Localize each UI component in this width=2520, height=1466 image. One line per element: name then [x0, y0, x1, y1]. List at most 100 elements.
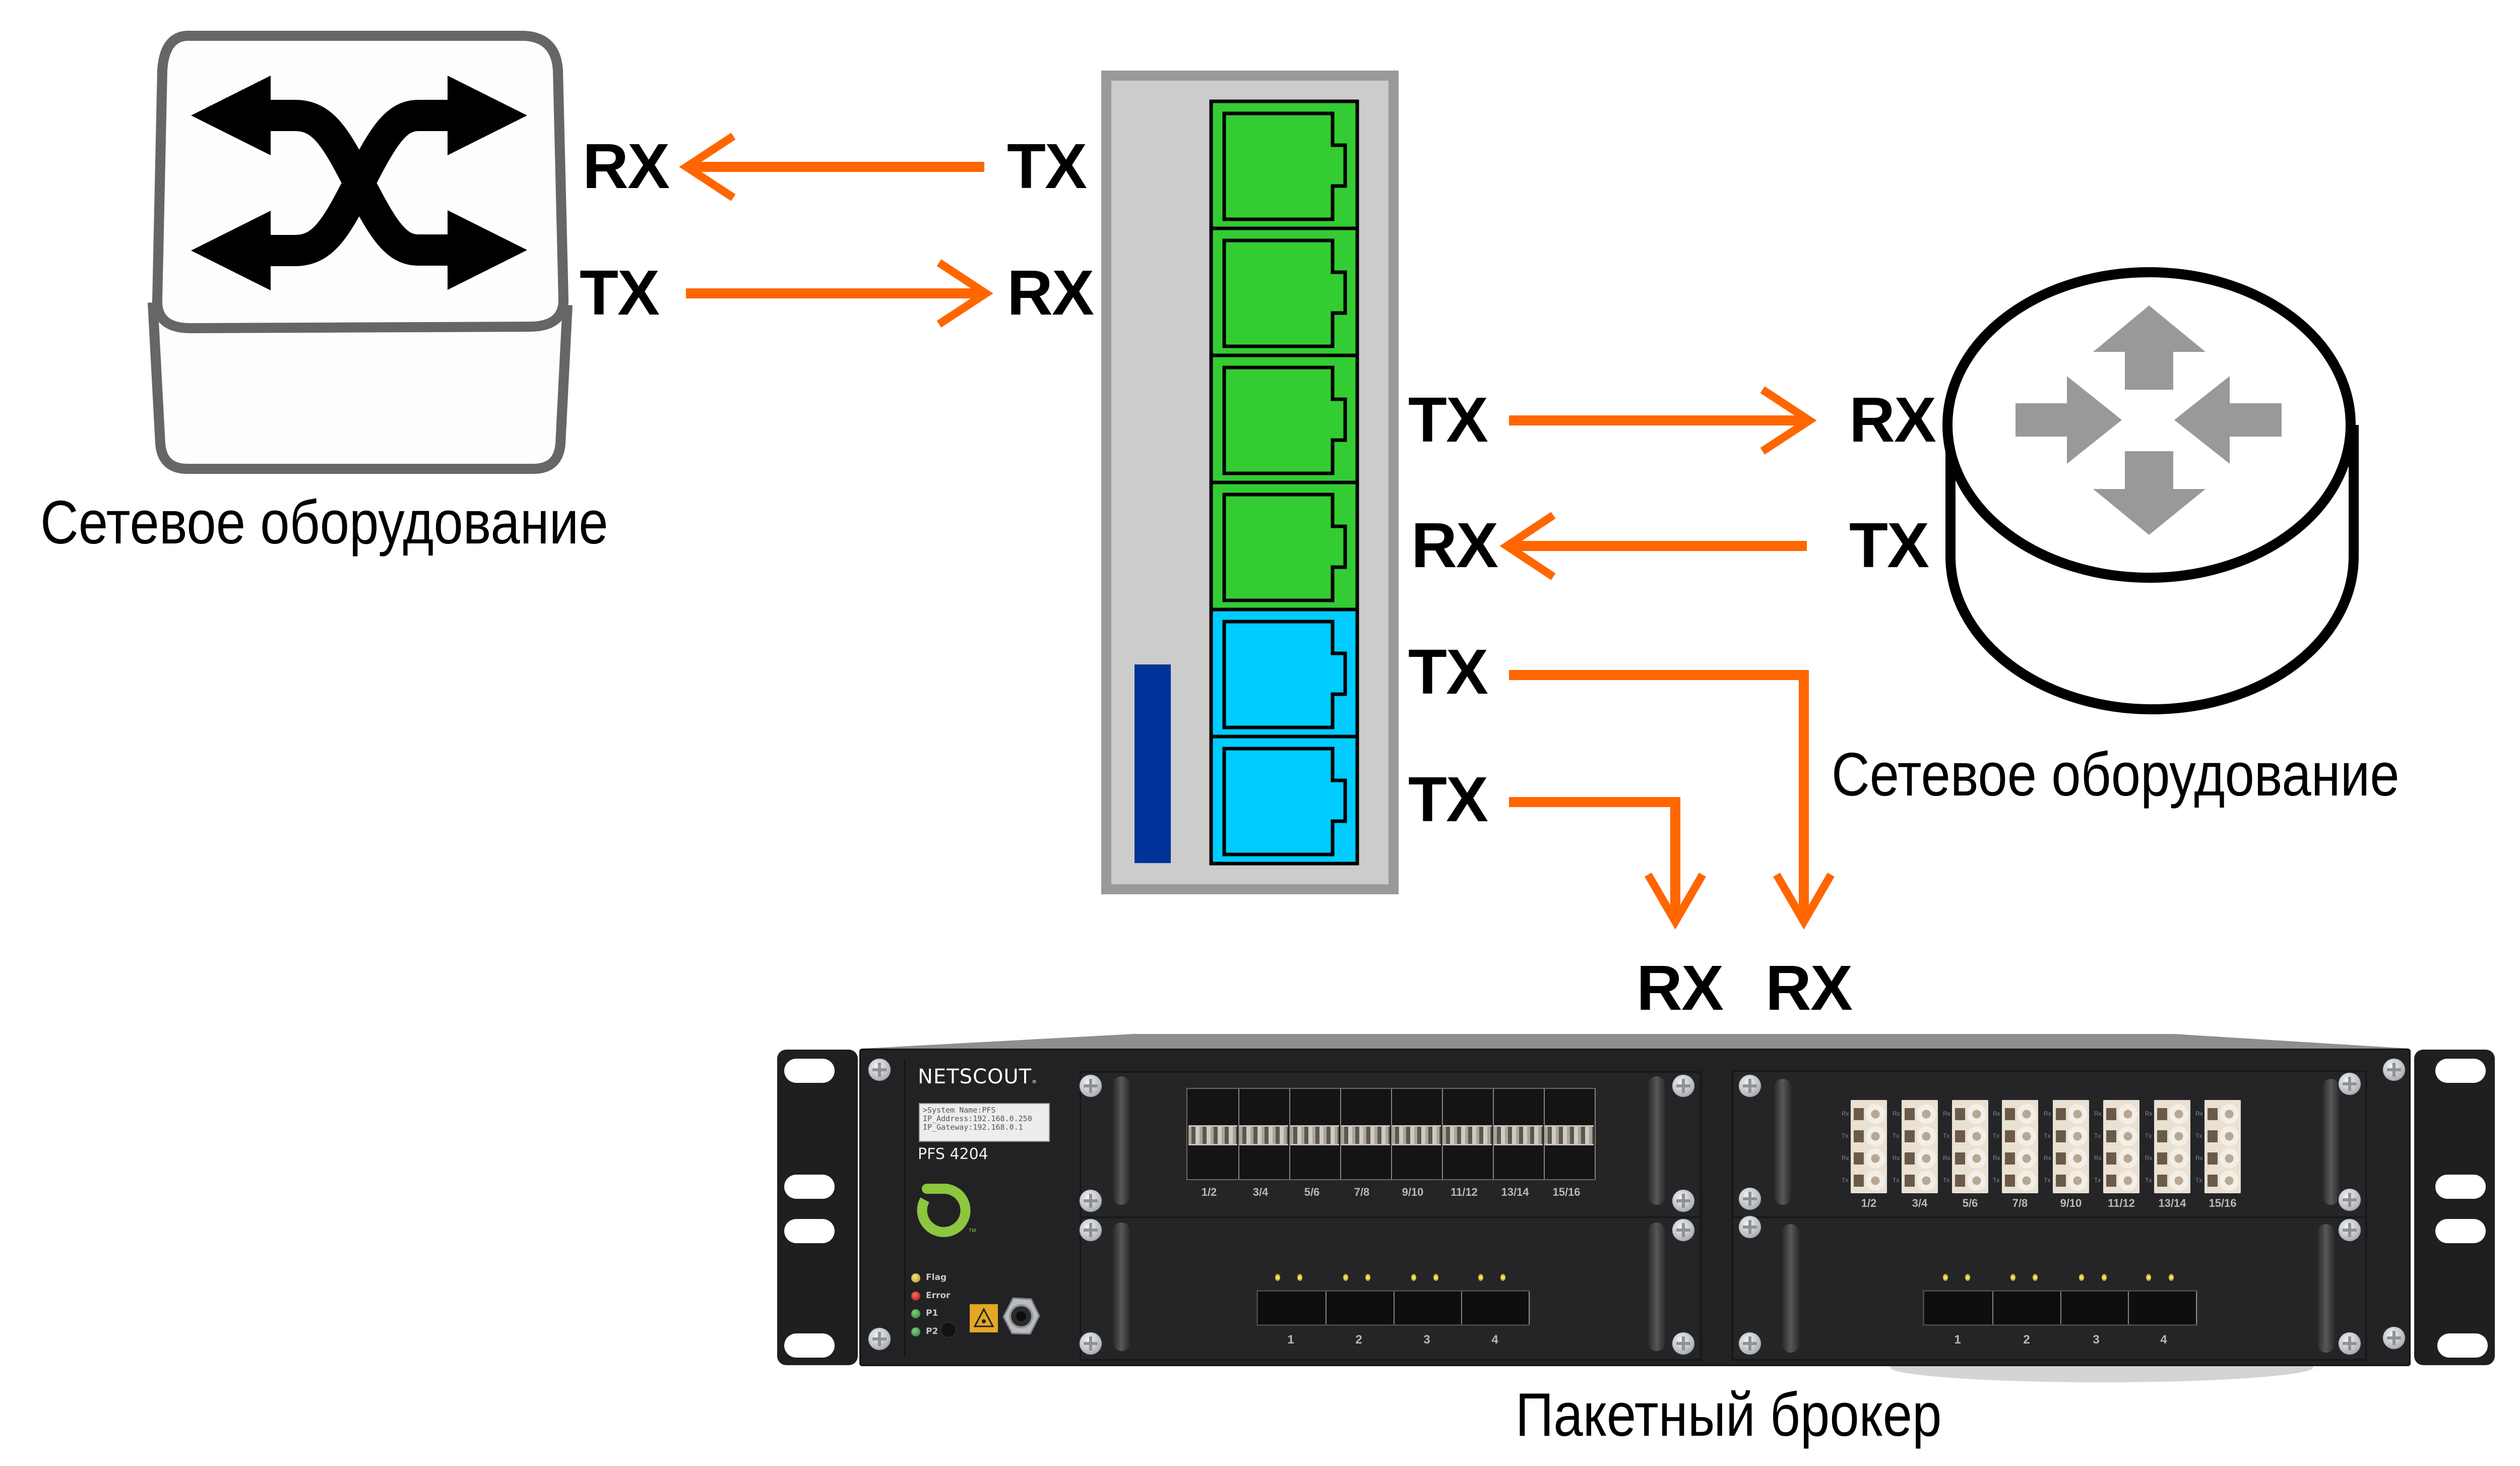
lc-ferrule — [2169, 1171, 2188, 1191]
brand-name: NETSCOUT — [918, 1065, 1032, 1088]
tap-port-monitor[interactable] — [1209, 735, 1359, 866]
sfp-port[interactable] — [1442, 1089, 1494, 1179]
arrow-switch-to-tap — [686, 259, 993, 328]
module-handle[interactable] — [2317, 1224, 2335, 1353]
arrow-router-to-tap — [1499, 512, 1807, 580]
qsfp-port[interactable] — [2060, 1292, 2129, 1324]
lc-ferrule — [1917, 1171, 1936, 1191]
lc-row-label: Tx — [2094, 1132, 2101, 1139]
lcd-line-1: >System Name:PFS — [923, 1106, 996, 1115]
lc-ferrule — [2220, 1171, 2239, 1191]
lc-ferrule — [2169, 1104, 2188, 1124]
port-status-led — [1943, 1274, 1948, 1281]
lc-latch — [2208, 1108, 2218, 1120]
qsfp-cage — [1256, 1290, 1530, 1326]
qsfp-port[interactable] — [1992, 1292, 2061, 1324]
screw-icon — [2339, 1332, 2361, 1355]
module-handle[interactable] — [2322, 1079, 2340, 1205]
module-handle[interactable] — [1113, 1223, 1130, 1351]
broker-caption: Пакетный брокер — [1516, 1380, 1942, 1449]
lc-ferrule — [1967, 1126, 1986, 1146]
lc-latch — [2208, 1175, 2218, 1187]
lc-fiber-port[interactable] — [1902, 1100, 1938, 1193]
sfp-latch — [1494, 1125, 1543, 1145]
module-handle[interactable] — [1774, 1079, 1791, 1205]
lc-ferrule — [1866, 1171, 1885, 1191]
sfp-port-label: 7/8 — [1354, 1186, 1370, 1198]
lc-fiber-port[interactable] — [2002, 1100, 2038, 1193]
sfp-port[interactable] — [1391, 1089, 1443, 1179]
sfp-port[interactable] — [1544, 1089, 1596, 1179]
lc-fiber-port[interactable] — [2053, 1100, 2089, 1193]
router-icon — [1942, 267, 2359, 714]
trademark: TM — [969, 1228, 976, 1234]
rack-ear-right — [2414, 1050, 2495, 1365]
sfp-port[interactable] — [1493, 1089, 1545, 1179]
lc-latch — [2056, 1175, 2066, 1187]
tap-port-network[interactable] — [1209, 353, 1359, 484]
lc-fiber-port[interactable] — [1952, 1100, 1988, 1193]
module-handle[interactable] — [1113, 1076, 1130, 1205]
lc-ferrule — [2220, 1104, 2239, 1124]
screw-icon — [868, 1059, 891, 1081]
qsfp-port-label: 3 — [1423, 1333, 1430, 1347]
screw-icon — [1080, 1075, 1102, 1097]
switch-body — [0, 0, 174, 481]
model-name: PFS 4204 — [918, 1145, 988, 1163]
lc-fiber-port[interactable] — [2204, 1100, 2241, 1193]
reset-button[interactable] — [940, 1322, 957, 1338]
tap-port-network[interactable] — [1209, 480, 1359, 612]
lc-fiber-port[interactable] — [2103, 1100, 2139, 1193]
router-arrows-icon — [2015, 306, 2282, 535]
screw-icon — [1080, 1190, 1102, 1212]
lc-ferrule — [2169, 1148, 2188, 1169]
qsfp-port[interactable] — [1394, 1292, 1462, 1324]
lc-latch — [2208, 1152, 2218, 1165]
sfp-port[interactable] — [1340, 1089, 1392, 1179]
sfp-port[interactable] — [1289, 1089, 1341, 1179]
port-status-led — [1433, 1274, 1438, 1281]
qsfp-port[interactable] — [1258, 1292, 1327, 1324]
netscout-ring-logo-icon — [917, 1184, 971, 1237]
sfp-port[interactable] — [1238, 1089, 1290, 1179]
qsfp-port[interactable] — [2128, 1292, 2197, 1324]
screw-icon — [1672, 1075, 1694, 1097]
registered-mark: ® — [1032, 1079, 1038, 1085]
tap-port-network[interactable] — [1209, 226, 1359, 357]
lc-port-label: 13/14 — [2158, 1197, 2186, 1209]
sfp-port[interactable] — [1187, 1089, 1239, 1179]
switch-icon — [0, 0, 573, 481]
lc-ferrule — [2220, 1126, 2239, 1146]
port-status-led — [2102, 1274, 2107, 1281]
switch-lower-body — [148, 302, 573, 474]
switch-rx-label: RX — [583, 131, 670, 202]
screw-icon — [1739, 1075, 1761, 1097]
lc-fiber-port[interactable] — [2154, 1100, 2190, 1193]
lc-row-label: Rx — [2195, 1154, 2203, 1162]
lcd-display: >System Name:PFS IP_Address:192.168.0.25… — [919, 1103, 1050, 1142]
module-handle[interactable] — [1782, 1224, 1799, 1353]
lc-port-label: 7/8 — [2012, 1197, 2028, 1209]
tap-port-network[interactable] — [1209, 99, 1359, 230]
panel-divider — [904, 1059, 905, 1356]
screw-icon — [2383, 1059, 2405, 1081]
qsfp-port[interactable] — [1924, 1292, 1993, 1324]
sfp-port-label: 5/6 — [1304, 1186, 1320, 1198]
switch-cross-arrows-icon — [191, 76, 527, 290]
tap-port-monitor[interactable] — [1209, 607, 1359, 739]
netscout-logo: NETSCOUT® — [918, 1066, 1037, 1093]
rj45-socket-icon — [1222, 620, 1347, 729]
port-status-led — [1500, 1274, 1505, 1281]
lc-row-label: Rx — [1893, 1110, 1900, 1117]
screw-icon — [2339, 1189, 2361, 1211]
module-handle[interactable] — [1648, 1223, 1665, 1351]
lc-latch — [2157, 1175, 2167, 1187]
lc-fiber-port[interactable] — [1851, 1100, 1887, 1193]
qsfp-port[interactable] — [1326, 1292, 1395, 1324]
lc-ferrule — [2017, 1148, 2036, 1169]
module-handle[interactable] — [1648, 1076, 1665, 1205]
lc-latch — [1905, 1175, 1915, 1187]
lc-latch — [1854, 1175, 1864, 1187]
led-p1 — [911, 1309, 920, 1318]
qsfp-port[interactable] — [1461, 1292, 1530, 1324]
